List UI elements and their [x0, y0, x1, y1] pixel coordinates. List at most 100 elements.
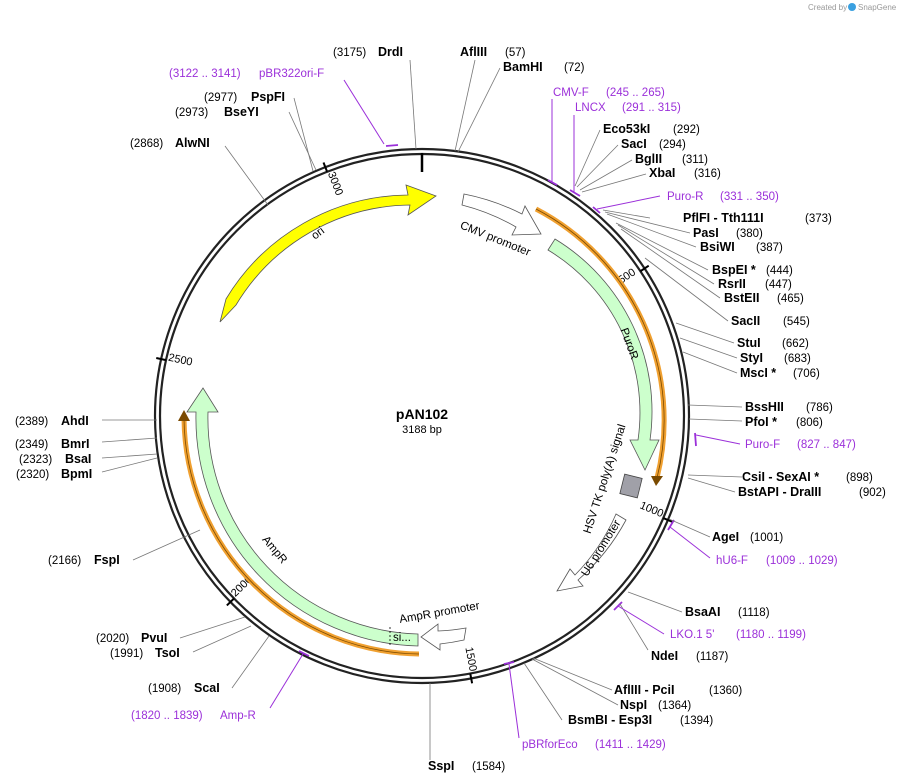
enzyme-name[interactable]: NdeI	[651, 649, 678, 663]
scale-tick-label: 1000	[638, 500, 665, 521]
ori-feature[interactable]	[219, 184, 437, 323]
u6-promoter-feature[interactable]	[556, 513, 627, 592]
enzyme-pos: (2868)	[130, 138, 163, 150]
enzyme-name[interactable]: TsoI	[155, 646, 180, 660]
enzyme-name[interactable]: PvuI	[141, 631, 167, 645]
enzyme-name[interactable]: FspI	[94, 553, 120, 567]
enzyme-name[interactable]: BpmI	[61, 467, 92, 481]
enzyme-name[interactable]: XbaI	[649, 166, 675, 180]
enzyme-name[interactable]: MscI *	[740, 366, 776, 380]
enzyme-name[interactable]: BsiWI	[700, 240, 735, 254]
plasmid-name: pAN102	[396, 406, 448, 422]
enzyme-labels: (3175) DrdI AflIII (57) BamHI (72) Eco53…	[15, 45, 886, 773]
primer-bars	[298, 144, 697, 665]
enzyme-name[interactable]: BspEI *	[712, 263, 756, 277]
cmv-promoter-feature[interactable]	[461, 193, 542, 236]
enzyme-name[interactable]: AhdI	[61, 414, 89, 428]
brand-text: SnapGene	[858, 3, 897, 12]
enzyme-pos: (1360)	[709, 685, 742, 697]
enzyme-name[interactable]: BmrI	[61, 437, 89, 451]
enzyme-name[interactable]: BsaI	[65, 452, 91, 466]
scale-tick-label: 1500	[462, 646, 478, 672]
enzyme-pos: (2020)	[96, 633, 129, 645]
enzyme-name[interactable]: StuI	[737, 336, 761, 350]
enzyme-pos: (806)	[796, 417, 823, 429]
enzyme-name[interactable]: SacII	[731, 314, 760, 328]
enzyme-pos: (786)	[806, 402, 833, 414]
enzyme-pos: (1001)	[750, 532, 783, 544]
primer-name[interactable]: pBRforEco	[522, 739, 578, 751]
enzyme-name[interactable]: BsaAI	[685, 605, 720, 619]
primer-range: (3122 .. 3141)	[169, 68, 241, 80]
primer-name[interactable]: Puro-F	[745, 439, 780, 451]
enzyme-name[interactable]: RsrII	[718, 277, 746, 291]
si-label: si...	[393, 632, 411, 644]
hsv-polya-feature[interactable]	[619, 473, 643, 499]
enzyme-name[interactable]: BamHI	[503, 60, 543, 74]
primer-name[interactable]: CMV-F	[553, 87, 589, 99]
enzyme-pos: (902)	[859, 487, 886, 499]
enzyme-pos: (1187)	[696, 651, 729, 663]
enzyme-name[interactable]: PflFI - Tth111I	[683, 211, 764, 225]
enzyme-pos: (294)	[659, 139, 686, 151]
enzyme-name[interactable]: BssHII	[745, 400, 784, 414]
enzyme-name[interactable]: BglII	[635, 152, 662, 166]
ampr-promoter-feature[interactable]	[420, 623, 467, 651]
primer-name[interactable]: LNCX	[575, 102, 606, 114]
enzyme-name[interactable]: CsiI - SexAI *	[742, 470, 819, 484]
enzyme-pos: (292)	[673, 124, 700, 136]
enzyme-pos: (2323)	[19, 454, 52, 466]
primer-range: (1009 .. 1029)	[766, 555, 838, 567]
enzyme-pos: (1364)	[658, 700, 691, 712]
enzyme-pos: (444)	[766, 265, 793, 277]
enzyme-pos: (2166)	[48, 555, 81, 567]
ampr-feature[interactable]	[186, 387, 419, 647]
puror-orf-arrowhead	[651, 476, 663, 486]
enzyme-name[interactable]: AgeI	[712, 530, 739, 544]
enzyme-name[interactable]: SspI	[428, 759, 454, 773]
enzyme-pos: (72)	[564, 62, 585, 74]
enzyme-name[interactable]: Eco53kI	[603, 122, 650, 136]
enzyme-pos: (1584)	[472, 761, 505, 773]
plasmid-size: 3188 bp	[402, 424, 442, 436]
enzyme-name[interactable]: BstEII	[724, 291, 759, 305]
primer-name[interactable]: Puro-R	[667, 191, 703, 203]
enzyme-pos: (447)	[765, 279, 792, 291]
primer-name[interactable]: Amp-R	[220, 710, 256, 722]
enzyme-name[interactable]: ScaI	[194, 681, 220, 695]
snapgene-logo: SnapGene	[848, 3, 897, 12]
enzyme-pos: (387)	[756, 242, 783, 254]
enzyme-pos: (311)	[682, 154, 708, 166]
primer-name[interactable]: LKO.1 5'	[670, 629, 714, 641]
enzyme-pos: (898)	[846, 472, 873, 484]
enzyme-name[interactable]: BstAPI - DraIII	[738, 485, 821, 499]
enzyme-name[interactable]: SacI	[621, 137, 647, 151]
ampr-orf-arc	[181, 418, 420, 657]
enzyme-pos: (706)	[793, 368, 820, 380]
enzyme-name[interactable]: PspFI	[251, 90, 285, 104]
enzyme-name[interactable]: BsmBI - Esp3I	[568, 713, 652, 727]
enzyme-name[interactable]: StyI	[740, 351, 763, 365]
enzyme-name[interactable]: BseYI	[224, 105, 259, 119]
enzyme-name[interactable]: PfoI *	[745, 415, 777, 429]
enzyme-name[interactable]: PasI	[693, 226, 719, 240]
enzyme-name[interactable]: AflIII - PciI	[614, 683, 674, 697]
primer-labels: (3122 .. 3141) pBR322ori-F CMV-F (245 ..…	[131, 68, 856, 751]
enzyme-name[interactable]: DrdI	[378, 45, 403, 59]
scale-tick	[322, 162, 329, 173]
enzyme-pos: (2320)	[16, 469, 49, 481]
enzyme-pos: (2349)	[15, 439, 48, 451]
primer-name[interactable]: hU6-F	[716, 555, 748, 567]
enzyme-pos: (1118)	[738, 607, 770, 619]
enzyme-name[interactable]: AflIII	[460, 45, 487, 59]
enzyme-pos: (380)	[736, 228, 763, 240]
enzyme-name[interactable]: AlwNI	[175, 136, 210, 150]
enzyme-pos: (3175)	[333, 47, 366, 59]
ampr-orf-arrowhead	[178, 410, 190, 421]
enzyme-name[interactable]: NspI	[620, 698, 647, 712]
puror-feature[interactable]	[547, 238, 660, 471]
primer-name[interactable]: pBR322ori-F	[259, 68, 324, 80]
enzyme-pos: (683)	[784, 353, 811, 365]
enzyme-pos: (373)	[805, 213, 832, 225]
